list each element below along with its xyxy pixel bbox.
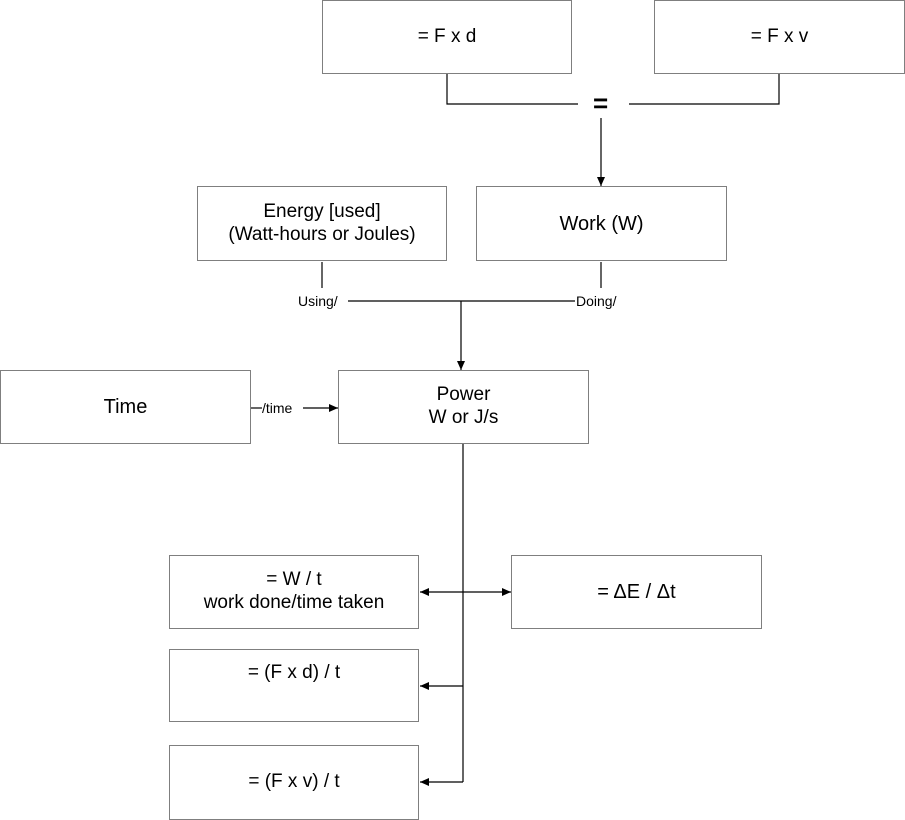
equals-sign: = <box>593 88 609 118</box>
fxd-connector <box>446 73 578 105</box>
work-text: Work (W) <box>559 212 644 235</box>
time-text: Time <box>103 396 148 418</box>
fv-over-t-formula: = (F x v) / t <box>248 771 340 793</box>
energy-title: Energy [used] <box>263 200 381 222</box>
time-box: Time <box>0 370 251 444</box>
fxv-box: = F x v <box>654 0 905 74</box>
fxd-box: = F x d <box>322 0 572 74</box>
power-title: Power <box>436 384 491 406</box>
energy-box: Energy [used] (Watt-hours or Joules) <box>197 186 447 261</box>
work-box: Work (W) <box>476 186 727 261</box>
power-box: Power W or J/s <box>338 370 589 444</box>
using-label: Using/ <box>298 293 338 309</box>
w-over-t-box: = W / t work done/time taken <box>169 555 419 629</box>
fv-over-t-box: = (F x v) / t <box>169 745 419 820</box>
delta-box: = ΔE / Δt <box>511 555 762 629</box>
fd-over-t-box: = (F x d) / t <box>169 649 419 722</box>
per-time-label: /time <box>262 400 293 416</box>
power-units: W or J/s <box>428 407 499 428</box>
doing-label: Doing/ <box>576 293 617 309</box>
w-over-t-formula: = W / t <box>266 569 322 591</box>
energy-units: (Watt-hours or Joules) <box>228 223 416 245</box>
fxd-text: = F x d <box>417 25 477 47</box>
fd-over-t-formula: = (F x d) / t <box>247 662 341 683</box>
fxv-connector <box>629 73 780 105</box>
delta-formula: = ΔE / Δt <box>597 581 676 603</box>
fxv-text: = F x v <box>750 25 809 47</box>
w-over-t-description: work done/time taken <box>203 592 385 613</box>
